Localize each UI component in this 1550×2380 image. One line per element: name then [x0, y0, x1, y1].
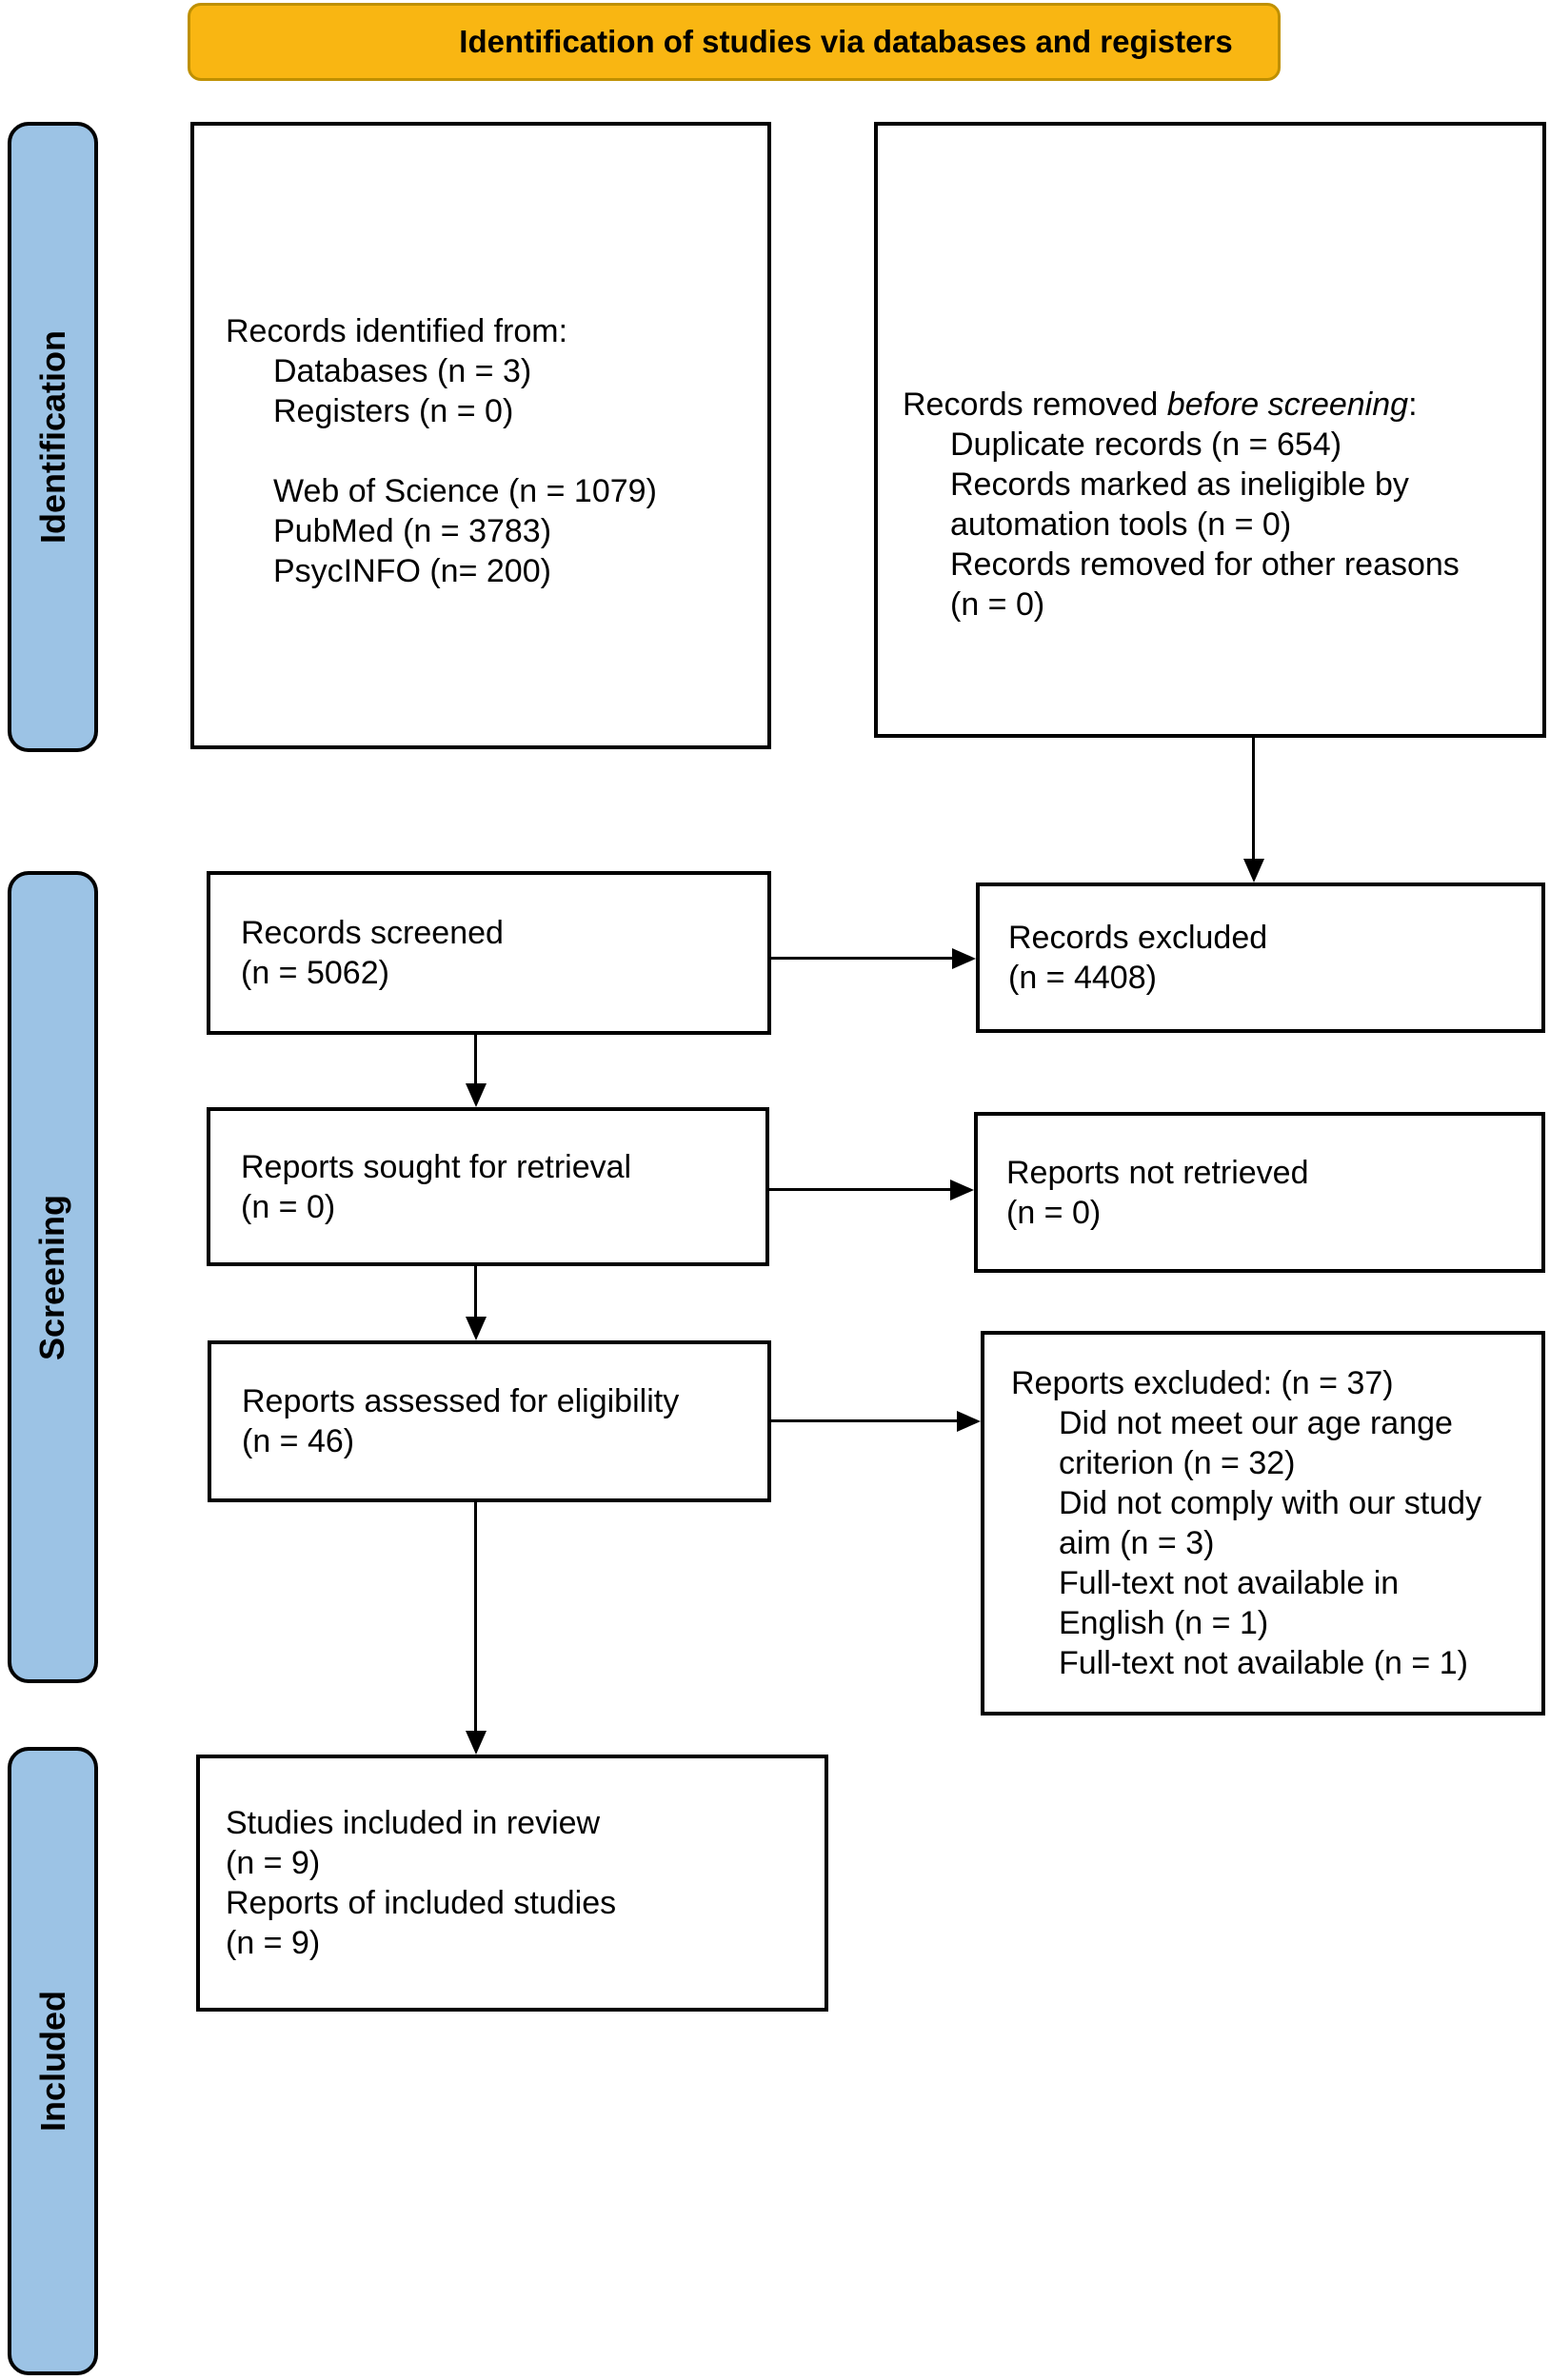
arrow-screened-to-excluded-line: [771, 957, 954, 960]
arrow-screened-to-sought-line: [474, 1035, 477, 1087]
box-line: (n = 46): [242, 1423, 355, 1459]
box-line: PsycINFO (n= 200): [273, 553, 551, 589]
box-line: Reports excluded: (n = 37): [1011, 1365, 1394, 1401]
stage-label-screening: Screening: [32, 1194, 72, 1360]
box-line: (n = 0): [241, 1188, 336, 1225]
arrow-screened-to-sought-head: [466, 1083, 487, 1107]
stage-label-identification: Identification: [32, 330, 72, 544]
box-line: Reports not retrieved: [1006, 1154, 1309, 1191]
box-line: Studies included in review: [226, 1805, 601, 1841]
box-line: (n = 0): [950, 586, 1045, 623]
banner: Identification of studies via databases …: [188, 3, 1281, 81]
box-line: Records removed before screening:: [903, 387, 1418, 423]
box-line: PubMed (n = 3783): [273, 513, 552, 549]
box-line: (n = 9): [226, 1925, 321, 1961]
banner-title: Identification of studies via databases …: [459, 24, 1233, 59]
arrow-assessed-to-included-line: [474, 1502, 477, 1733]
box-studies-included: Studies included in review (n = 9) Repor…: [196, 1755, 828, 2012]
box-line: (n = 5062): [241, 955, 389, 991]
stage-bar-screening: Screening: [8, 871, 98, 1683]
box-line: aim (n = 3): [1059, 1525, 1215, 1561]
stage-bar-identification: Identification: [8, 122, 98, 752]
box-line: Did not meet our age range: [1059, 1405, 1453, 1441]
box-reports-excluded: Reports excluded: (n = 37) Did not meet …: [981, 1331, 1545, 1716]
italic-text: before screening: [1166, 387, 1409, 423]
box-line: Web of Science (n = 1079): [273, 473, 657, 509]
arrow-screened-to-excluded-head: [952, 948, 976, 969]
box-line: Reports assessed for eligibility: [242, 1383, 680, 1419]
arrow-removed-to-excluded-head: [1243, 859, 1264, 883]
box-line: Databases (n = 3): [273, 353, 532, 389]
box-line: criterion (n = 32): [1059, 1445, 1296, 1481]
box-reports-not-retrieved: Reports not retrieved (n = 0): [974, 1112, 1545, 1273]
box-line: automation tools (n = 0): [950, 506, 1292, 543]
arrow-removed-to-excluded-line: [1252, 738, 1255, 862]
box-line: (n = 4408): [1008, 960, 1157, 996]
box-records-identified: Records identified from: Databases (n = …: [190, 122, 771, 749]
box-line: Registers (n = 0): [273, 393, 514, 429]
box-line: Records marked as ineligible by: [950, 466, 1409, 503]
arrow-assessed-to-excluded-line: [771, 1419, 959, 1422]
arrow-sought-to-notretrieved-head: [950, 1180, 974, 1200]
box-line: (n = 9): [226, 1845, 321, 1881]
box-line: Records excluded: [1008, 920, 1268, 956]
box-line: Records identified from:: [226, 313, 568, 349]
arrow-assessed-to-excluded-head: [957, 1411, 981, 1432]
arrow-sought-to-assessed-head: [466, 1317, 487, 1340]
box-records-screened: Records screened (n = 5062): [207, 871, 771, 1035]
box-line-blank: [226, 431, 758, 471]
stage-bar-included: Included: [8, 1747, 98, 2375]
box-line: Reports of included studies: [226, 1885, 617, 1921]
arrow-sought-to-notretrieved-line: [769, 1188, 952, 1191]
arrow-sought-to-assessed-line: [474, 1266, 477, 1320]
box-line: Full-text not available (n = 1): [1059, 1645, 1468, 1681]
box-reports-sought: Reports sought for retrieval (n = 0): [207, 1107, 769, 1266]
box-line: Records screened: [241, 915, 504, 951]
box-reports-assessed: Reports assessed for eligibility (n = 46…: [208, 1340, 771, 1502]
box-records-removed: Records removed before screening: Duplic…: [874, 122, 1546, 738]
stage-label-included: Included: [32, 1990, 72, 2132]
box-line: English (n = 1): [1059, 1605, 1269, 1641]
box-line: Records removed for other reasons: [950, 546, 1460, 583]
box-records-excluded: Records excluded (n = 4408): [976, 883, 1545, 1033]
box-line: Reports sought for retrieval: [241, 1148, 632, 1185]
box-line: Duplicate records (n = 654): [950, 426, 1342, 463]
box-line: (n = 0): [1006, 1194, 1102, 1231]
box-line: Full-text not available in: [1059, 1565, 1400, 1601]
box-line: Did not comply with our study: [1059, 1485, 1482, 1521]
arrow-assessed-to-included-head: [466, 1731, 487, 1755]
